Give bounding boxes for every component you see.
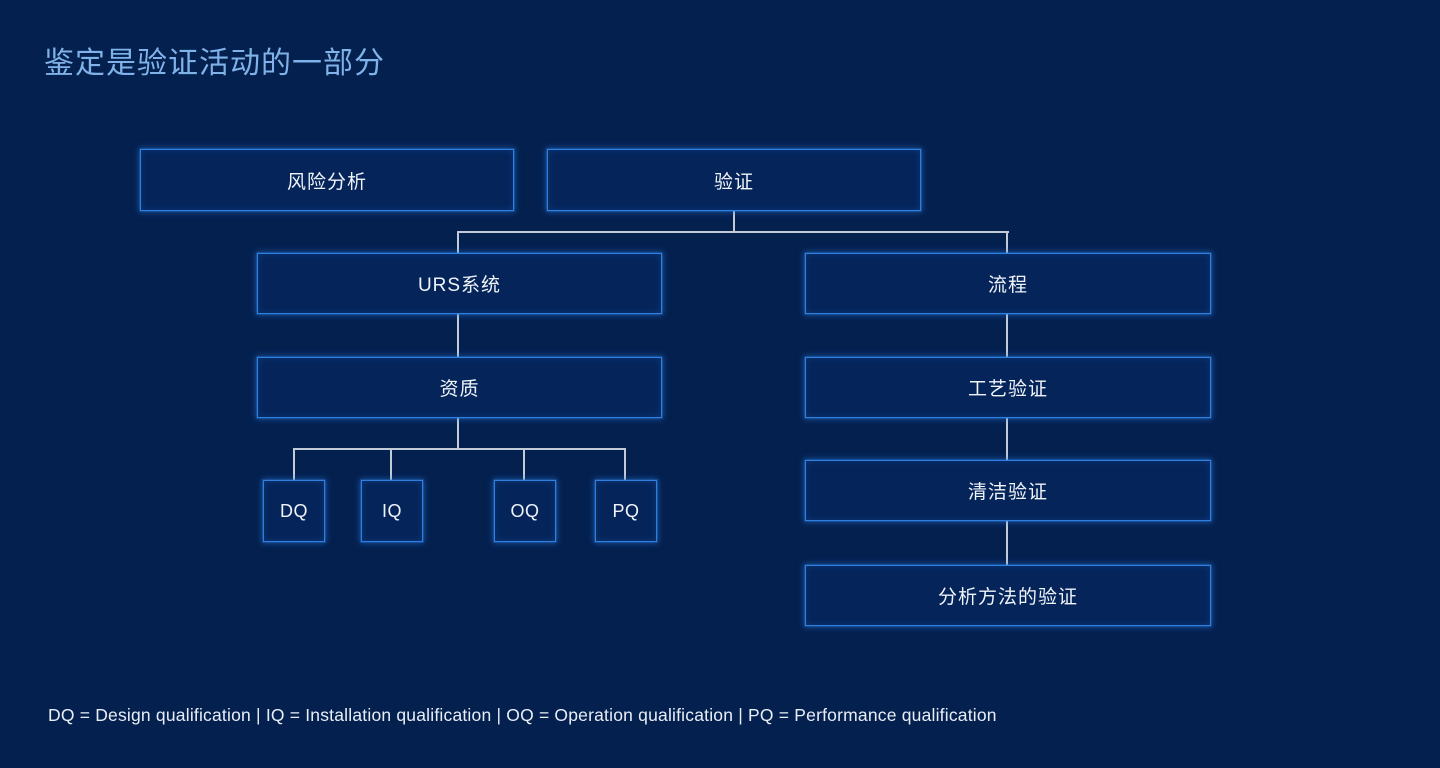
connector-process-to-process-validation <box>1006 314 1008 358</box>
node-dq[interactable]: DQ <box>263 480 325 542</box>
connector-validation-split <box>458 231 1009 233</box>
connector-qualification-down <box>457 418 459 449</box>
connector-to-dq <box>293 448 295 480</box>
node-qualification[interactable]: 资质 <box>257 357 662 418</box>
node-risk-analysis-label: 风险分析 <box>286 171 367 193</box>
connector-urs-to-qualification <box>457 314 459 358</box>
node-urs-system-label: URS系统 <box>417 275 502 296</box>
abbreviation-legend: DQ = Design qualification | IQ = Install… <box>48 705 997 725</box>
node-validation-label: 验证 <box>713 171 754 193</box>
node-oq-label: OQ <box>510 500 540 521</box>
node-risk-analysis[interactable]: 风险分析 <box>140 149 514 211</box>
node-process[interactable]: 流程 <box>805 253 1211 314</box>
connector-to-pq <box>624 448 626 480</box>
node-analytical-method-validation[interactable]: 分析方法的验证 <box>805 565 1211 626</box>
node-process-validation[interactable]: 工艺验证 <box>805 357 1211 418</box>
node-oq[interactable]: OQ <box>494 480 556 542</box>
node-dq-label: DQ <box>280 500 308 521</box>
node-urs-system[interactable]: URS系统 <box>257 253 662 314</box>
node-qualification-label: 资质 <box>439 379 480 400</box>
node-process-validation-label: 工艺验证 <box>967 379 1048 400</box>
node-pq[interactable]: PQ <box>595 480 657 542</box>
connector-to-iq <box>390 448 392 480</box>
node-pq-label: PQ <box>612 500 640 521</box>
connector-to-process <box>1006 231 1008 254</box>
node-analytical-method-validation-label: 分析方法的验证 <box>937 587 1078 608</box>
node-process-label: 流程 <box>987 275 1028 296</box>
connector-validation-down <box>733 211 735 233</box>
node-validation[interactable]: 验证 <box>547 149 921 211</box>
connector-process-validation-to-cleaning <box>1006 418 1008 461</box>
connector-cleaning-to-analytical <box>1006 521 1008 565</box>
node-cleaning-validation[interactable]: 清洁验证 <box>805 460 1211 521</box>
page-title: 鉴定是验证活动的一部分 <box>44 47 385 80</box>
connector-to-urs <box>457 231 459 254</box>
node-iq[interactable]: IQ <box>361 480 423 542</box>
node-iq-label: IQ <box>381 500 402 521</box>
node-cleaning-validation-label: 清洁验证 <box>967 482 1048 503</box>
connector-qualification-split <box>294 448 626 450</box>
connector-to-oq <box>523 448 525 480</box>
